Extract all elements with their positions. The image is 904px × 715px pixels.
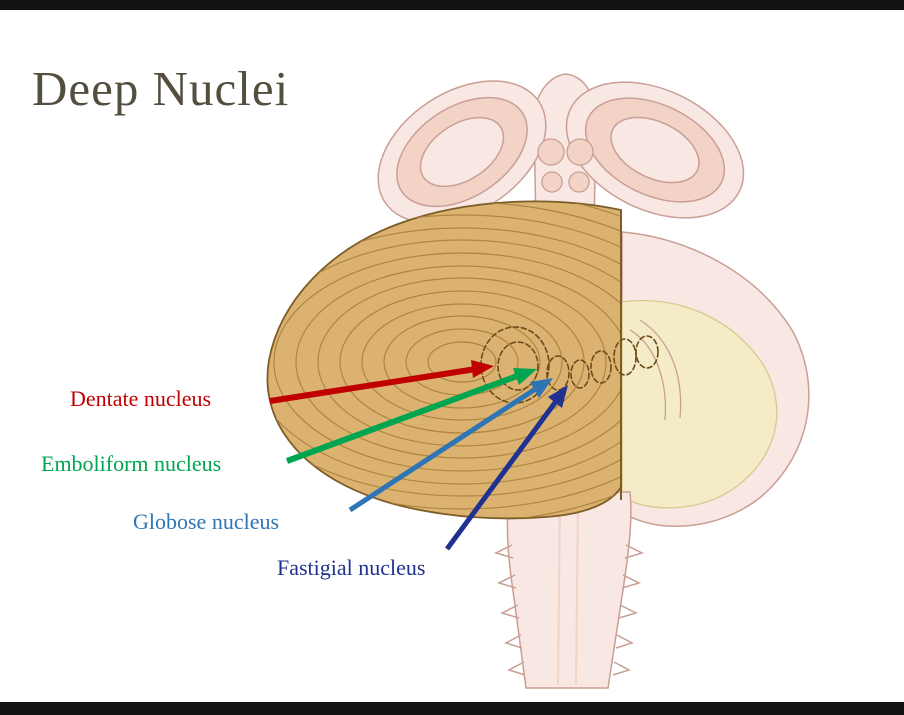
label-emboliform-nucleus: Emboliform nucleus (41, 451, 222, 476)
emboliform-nucleus-outline (546, 355, 570, 391)
fastigial-nucleus-outline (590, 350, 612, 384)
cord-striations (557, 499, 579, 686)
letterbox-bottom-bar (0, 702, 904, 715)
cerebellum-body (266, 200, 622, 520)
colliculi (537, 138, 594, 193)
spinal-cord (506, 491, 632, 689)
left-superior-lobe (377, 80, 547, 224)
cut-surface (621, 299, 778, 509)
arrow-globose (348, 378, 553, 513)
label-globose-nucleus: Globose nucleus (133, 509, 280, 534)
right-superior-lobe (565, 81, 745, 219)
globose-nucleus-outline (570, 359, 590, 389)
brainstem (493, 491, 645, 689)
peduncle-lines (629, 319, 682, 421)
label-dentate-nucleus: Dentate nucleus (70, 386, 212, 411)
arrow-dentate (269, 360, 494, 404)
nucleus-outline-right-2 (635, 335, 659, 369)
pointer-arrows (269, 360, 568, 551)
arrow-fastigial (444, 385, 568, 551)
dentate-nucleus-inner-outline (497, 341, 539, 391)
letterbox-top-bar (0, 0, 904, 10)
slide-title: Deep Nuclei (32, 61, 290, 116)
label-fastigial-nucleus: Fastigial nucleus (277, 555, 426, 580)
arrow-emboliform (285, 368, 537, 464)
nerve-rootlets (493, 544, 645, 676)
